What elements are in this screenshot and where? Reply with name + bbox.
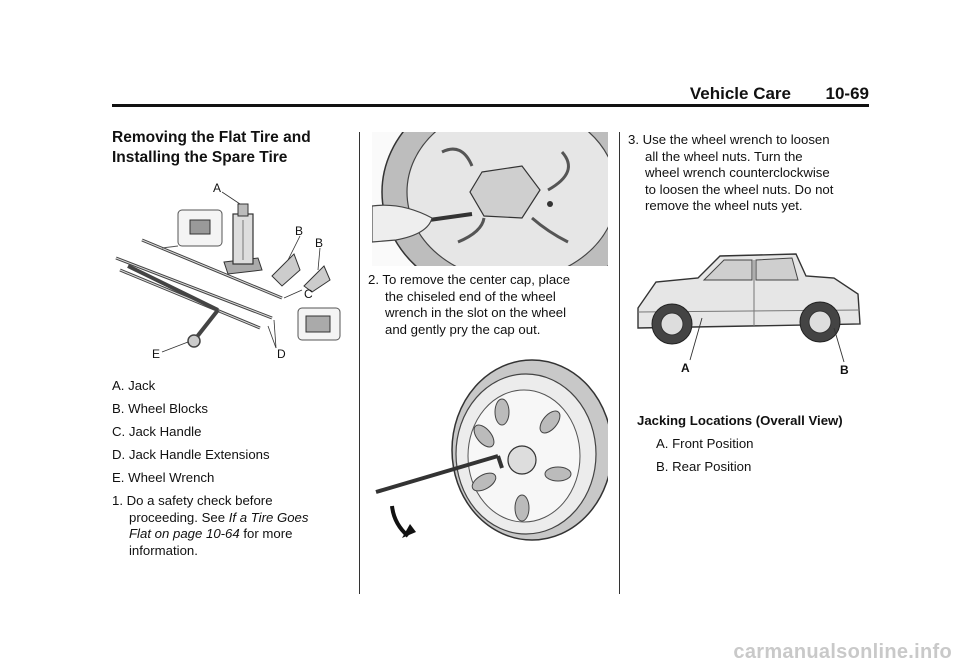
wheel-nut-figure	[372, 356, 608, 542]
step-2: 2. To remove the center cap, place the c…	[368, 272, 571, 337]
callout-a: A	[213, 181, 221, 195]
callout-b: B	[840, 363, 849, 377]
callout-d: D	[277, 347, 286, 361]
jack-tools-figure: A B B C D E	[112, 180, 348, 366]
legend-item: A. Jack	[112, 378, 156, 393]
section-title: Vehicle Care	[689, 84, 791, 103]
jacking-locations-figure: A B	[628, 242, 868, 378]
page-number: 10-69	[825, 84, 869, 103]
center-cap-figure	[372, 132, 608, 266]
section-heading: Removing the Flat Tire and Installing th…	[112, 129, 311, 166]
watermark: carmanualsonline.info	[733, 641, 952, 663]
legend-item: B. Rear Position	[656, 459, 752, 474]
callout-c: C	[304, 287, 313, 301]
callout-a: A	[681, 361, 690, 375]
legend-item: C. Jack Handle	[112, 424, 202, 439]
step-1: 1. Do a safety check before proceeding. …	[112, 493, 309, 558]
cross-reference-page: Flat on page 10-64	[129, 526, 240, 541]
legend-item: E. Wheel Wrench	[112, 470, 215, 485]
figure-caption: Jacking Locations (Overall View)	[637, 413, 843, 428]
callout-b2: B	[315, 236, 323, 250]
page-header: Vehicle Care 10-69	[112, 82, 869, 106]
legend-item: A. Front Position	[656, 436, 754, 451]
cross-reference: If a Tire Goes	[228, 509, 309, 525]
column-divider-left	[359, 132, 360, 594]
column-divider-right	[619, 132, 620, 594]
callout-b1: B	[295, 224, 303, 238]
header-rule	[112, 104, 869, 107]
step-3: 3. Use the wheel wrench to loosen all th…	[628, 132, 834, 213]
callout-e: E	[152, 347, 160, 361]
legend-item: B. Wheel Blocks	[112, 401, 209, 416]
legend-item: D. Jack Handle Extensions	[112, 447, 270, 462]
